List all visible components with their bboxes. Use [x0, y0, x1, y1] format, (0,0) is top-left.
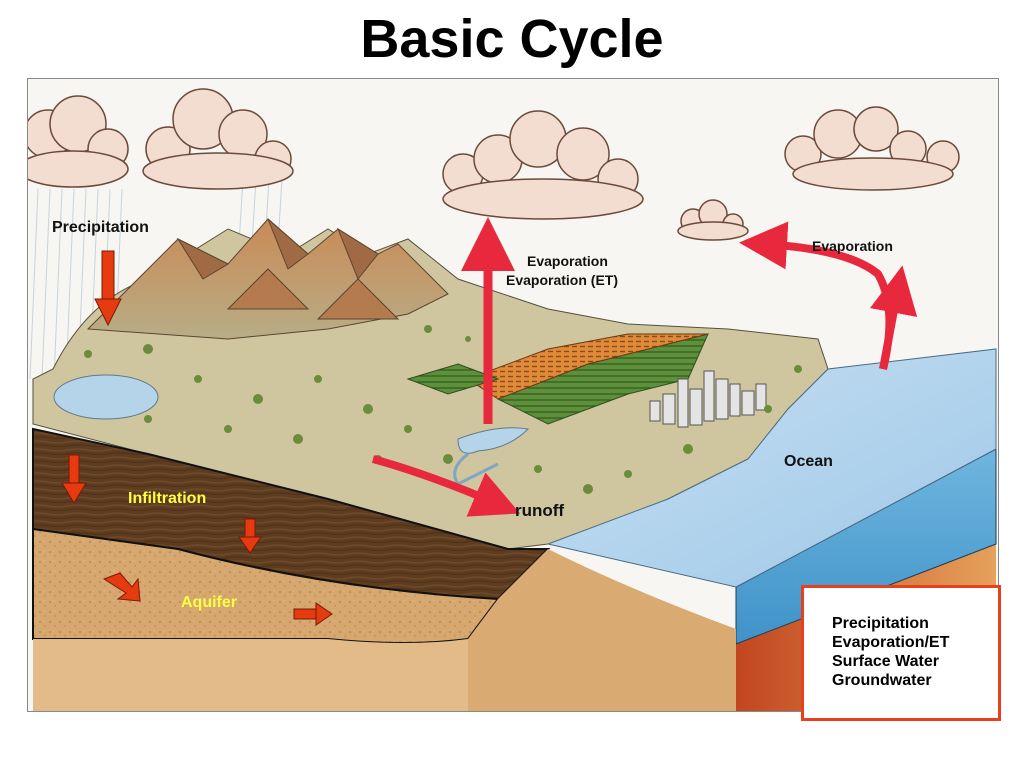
- label-evaporation-right: Evaporation: [812, 238, 893, 254]
- groundwater-flow-arrow: [102, 572, 141, 602]
- label-ocean: Ocean: [784, 453, 833, 470]
- ocean-surface: [546, 348, 997, 588]
- aquifer-layer: [32, 527, 500, 644]
- legend-item: Evaporation/ET: [832, 634, 950, 651]
- legend-item: Groundwater: [832, 672, 932, 689]
- sand-base: [468, 549, 736, 711]
- cloud-icon: [28, 95, 129, 188]
- legend-list: Precipitation Evaporation/ET Surface Wat…: [804, 588, 998, 690]
- label-runoff: runoff: [515, 501, 565, 520]
- diagram-illustration: [28, 79, 998, 711]
- label-evaporation-center-line1: Evaporation: [527, 253, 608, 269]
- crop-field: [466, 333, 709, 400]
- cloud-icon: [784, 106, 960, 191]
- page-title: Basic Cycle: [360, 9, 664, 69]
- cloud-icon: [677, 199, 749, 241]
- legend-item: Surface Water: [832, 653, 939, 670]
- mountains: [86, 218, 449, 340]
- lake: [53, 374, 159, 420]
- label-precipitation: Precipitation: [52, 219, 149, 236]
- river: [457, 427, 530, 454]
- legend-box: Precipitation Evaporation/ET Surface Wat…: [801, 585, 1001, 721]
- infiltration-arrow: [61, 454, 87, 504]
- runoff-arrow: [371, 455, 521, 517]
- label-evaporation-center-line2: Evaporation (ET): [506, 272, 619, 288]
- legend-item: Precipitation: [832, 615, 929, 632]
- cloud-icon: [442, 110, 644, 220]
- infiltration-arrow: [238, 518, 262, 554]
- label-aquifer: Aquifer: [181, 594, 237, 611]
- precipitation-arrow: [94, 250, 122, 327]
- groundwater-flow-arrow: [293, 602, 333, 626]
- water-cycle-diagram: [27, 78, 999, 712]
- cloud-icon: [142, 88, 294, 190]
- label-infiltration: Infiltration: [128, 490, 207, 507]
- city-buildings: [649, 370, 767, 428]
